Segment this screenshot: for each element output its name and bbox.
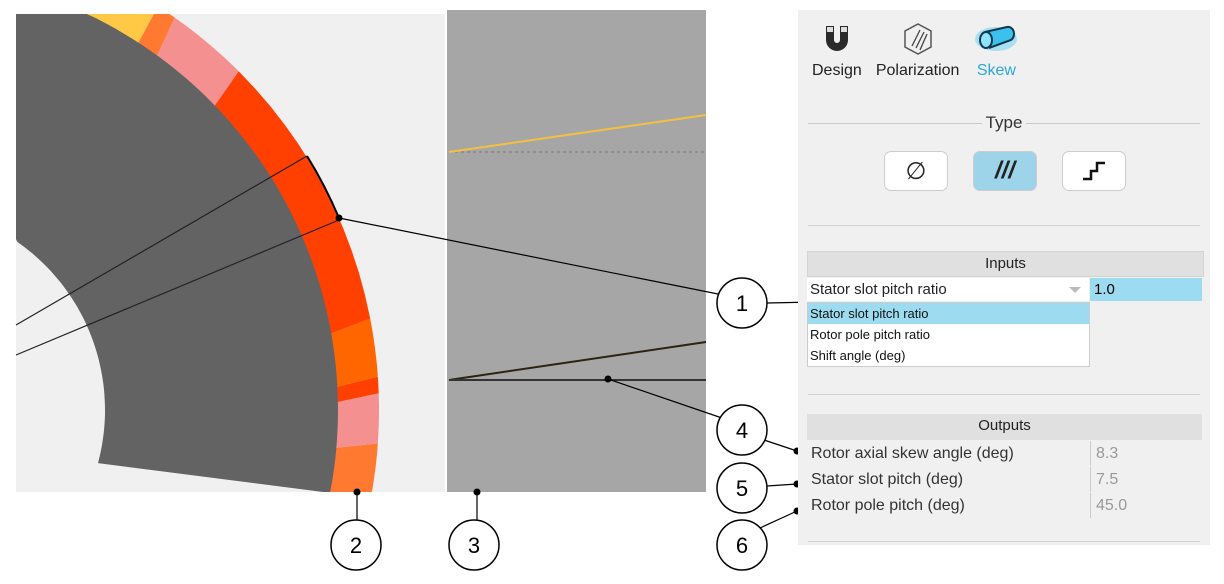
none-icon: ∅ (905, 157, 927, 185)
magnet-icon (822, 22, 852, 56)
type-title: Type (985, 113, 1023, 132)
output-value: 45.0 (1090, 493, 1127, 518)
skew-continuous-button[interactable]: /// (973, 151, 1037, 191)
tab-label: Design (812, 62, 862, 79)
dropdown-selected: Stator slot pitch ratio (810, 281, 947, 298)
skew-none-button[interactable]: ∅ (884, 151, 948, 191)
chevron-down-icon (1069, 287, 1081, 293)
dropdown-option[interactable]: Stator slot pitch ratio (808, 303, 1089, 324)
continuous-skew-icon: /// (994, 157, 1015, 184)
input-parameter-dropdown[interactable]: Stator slot pitch ratio (807, 278, 1089, 301)
divider (808, 541, 1200, 542)
tab-label: Skew (976, 62, 1016, 79)
divider (808, 394, 1200, 395)
polarization-icon (902, 22, 934, 56)
output-row: Stator slot pitch (deg) 7.5 (811, 467, 1201, 492)
input-value: 1.0 (1094, 281, 1115, 298)
output-label: Rotor axial skew angle (deg) (811, 445, 1014, 462)
callout-label: 4 (736, 418, 748, 443)
skew-cylinder-icon (973, 22, 1019, 56)
callout-5: 5 (716, 462, 768, 514)
skew-panel: Design Polarization Skew Type ∅ /// Inpu… (798, 10, 1210, 545)
magnet-segment (329, 318, 378, 388)
outputs-header: Outputs (807, 414, 1202, 440)
output-label: Rotor pole pitch (deg) (811, 497, 965, 514)
dropdown-option[interactable]: Shift angle (deg) (810, 348, 906, 363)
callout-label: 5 (736, 476, 748, 501)
tab-design[interactable]: Design (812, 22, 862, 80)
tab-skew[interactable]: Skew (973, 22, 1019, 80)
callout-1: 1 (716, 277, 768, 329)
output-row: Rotor pole pitch (deg) 45.0 (811, 493, 1201, 518)
tab-label: Polarization (875, 62, 960, 79)
skew-type-buttons: ∅ /// (884, 151, 1126, 191)
magnet-segment (335, 376, 379, 403)
output-value: 7.5 (1090, 467, 1118, 492)
axial-view (447, 10, 706, 492)
rotor-core (16, 14, 338, 492)
skew-line-top (448, 114, 707, 153)
inputs-header: Inputs (807, 251, 1204, 277)
output-row: Rotor axial skew angle (deg) 8.3 (811, 441, 1201, 466)
callout-label: 6 (736, 533, 748, 558)
callout-4: 4 (716, 404, 768, 456)
dropdown-options: Stator slot pitch ratio Rotor pole pitch… (807, 302, 1090, 367)
magnet-segment (213, 71, 371, 335)
callout-label: 2 (350, 533, 362, 558)
pitch-line (15, 155, 308, 326)
magnet-segment (334, 393, 379, 448)
magnet-segment (156, 17, 239, 108)
mode-tabs: Design Polarization Skew (812, 22, 1033, 80)
output-value: 8.3 (1090, 441, 1118, 466)
output-label: Stator slot pitch (deg) (811, 471, 964, 488)
callout-label: 3 (468, 533, 480, 558)
step-skew-icon (1083, 161, 1105, 181)
magnet-segment (326, 443, 378, 492)
skew-line-bottom (448, 341, 707, 381)
type-section-header: Type (808, 113, 1201, 133)
tab-polarization[interactable]: Polarization (875, 22, 960, 80)
magnet-segment (137, 14, 175, 58)
callout-6: 6 (716, 519, 768, 571)
input-value-field[interactable]: 1.0 (1090, 278, 1202, 301)
callout-2: 2 (330, 519, 382, 571)
callout-leaders (338, 217, 816, 529)
dropdown-option[interactable]: Rotor pole pitch ratio (810, 327, 930, 342)
skew-step-button[interactable] (1062, 151, 1126, 191)
divider (808, 225, 1200, 226)
pitch-line (15, 219, 340, 356)
pitch-arc (306, 155, 340, 219)
callout-label: 1 (736, 291, 748, 316)
callout-3: 3 (448, 519, 500, 571)
rotor-cross-section (16, 14, 379, 492)
